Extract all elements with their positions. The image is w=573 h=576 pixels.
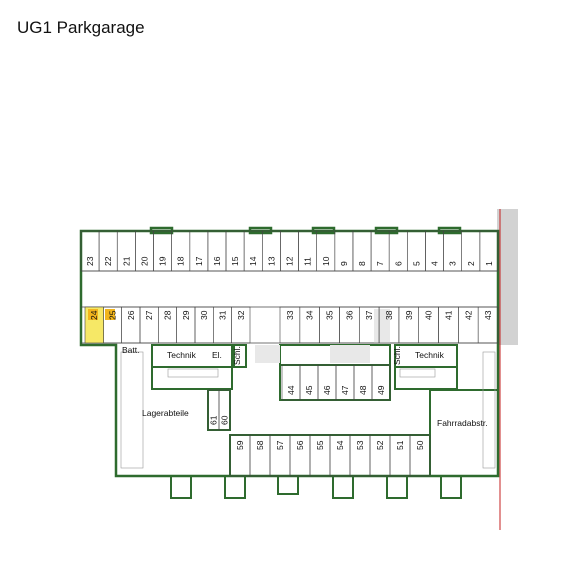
parking-space-label: 6 [393, 261, 403, 266]
zebra-crossings [255, 309, 390, 363]
parking-space-label: 33 [285, 310, 295, 320]
room-lager: Lagerabteile [142, 408, 189, 418]
parking-space-label: 28 [163, 310, 173, 320]
page-title: UG1 Parkgarage [17, 18, 145, 37]
parking-space-label: 52 [375, 440, 385, 450]
parking-space-label: 23 [85, 256, 95, 266]
parking-space-label: 25 [108, 310, 118, 320]
parking-space-label: 60 [220, 415, 230, 425]
parking-space-label: 16 [212, 256, 222, 266]
room-fahrrad: Fahrradabstr. [437, 418, 488, 428]
parking-space-60[interactable] [218, 389, 231, 431]
inner-blocks [151, 344, 499, 477]
parking-space-label: 34 [305, 310, 315, 320]
parking-space-label: 27 [144, 310, 154, 320]
parking-space-label: 8 [357, 261, 367, 266]
parking-space-32[interactable] [231, 306, 251, 344]
parking-space-1[interactable] [479, 230, 499, 272]
parking-space-label: 59 [235, 440, 245, 450]
stairs [120, 351, 496, 469]
parking-space-label: 37 [364, 310, 374, 320]
parking-space-label: 43 [483, 310, 493, 320]
parking-space-label: 50 [415, 440, 425, 450]
parking-space-label: 53 [355, 440, 365, 450]
parking-space-label: 41 [444, 310, 454, 320]
parking-space-label: 45 [304, 385, 314, 395]
parking-space-label: 18 [176, 256, 186, 266]
parking-space-label: 36 [344, 310, 354, 320]
parking-space-label: 26 [126, 310, 136, 320]
parking-space-label: 12 [285, 256, 295, 266]
parking-space-label: 35 [325, 310, 335, 320]
highlight-space-25-label-bg [105, 309, 115, 320]
parking-space-label: 22 [103, 256, 113, 266]
parking-space-label: 10 [321, 256, 331, 266]
parking-space-label: 40 [424, 310, 434, 320]
parking-space-label: 57 [275, 440, 285, 450]
parking-space-label: 54 [335, 440, 345, 450]
parking-space-label: 39 [404, 310, 414, 320]
parking-space-label: 31 [218, 310, 228, 320]
parking-space-label: 48 [358, 385, 368, 395]
parking-space-label: 42 [463, 310, 473, 320]
parking-space-label: 47 [340, 385, 350, 395]
parking-space-label: 55 [315, 440, 325, 450]
parking-space-50[interactable] [409, 434, 431, 477]
room-technik-left: Technik [167, 350, 197, 360]
room-technik-right: Technik [415, 350, 445, 360]
exits [170, 475, 462, 499]
parking-space-label: 15 [230, 256, 240, 266]
parking-space-label: 56 [295, 440, 305, 450]
parking-space-label: 58 [255, 440, 265, 450]
parking-space-label: 20 [140, 256, 150, 266]
parking-space-label: 30 [199, 310, 209, 320]
parking-space-label: 4 [430, 261, 440, 266]
parking-space-label: 24 [89, 310, 99, 320]
parking-space-label: 13 [266, 256, 276, 266]
parking-space-label: 11 [303, 257, 313, 266]
room-batt: Batt. [122, 345, 139, 355]
parking-space-label: 2 [466, 261, 476, 266]
room-el: El. [212, 350, 222, 360]
room-schl-left: Schl. [232, 346, 242, 365]
parking-space-label: 3 [448, 261, 458, 266]
parking-space-label: 7 [375, 261, 385, 266]
parking-space-label: 49 [376, 385, 386, 395]
parking-space-label: 51 [395, 440, 405, 450]
parking-space-label: 17 [194, 256, 204, 266]
parking-space-49[interactable] [371, 364, 391, 401]
parking-space-label: 29 [181, 310, 191, 320]
parking-space-label: 46 [322, 385, 332, 395]
parking-space-label: 9 [339, 261, 349, 266]
parking-space-label: 44 [286, 385, 296, 395]
parking-space-label: 1 [484, 261, 494, 266]
parking-space-label: 5 [411, 261, 421, 266]
parking-space-label: 21 [121, 256, 131, 266]
parking-space-label: 19 [158, 256, 168, 266]
parking-space-label: 61 [209, 415, 219, 425]
parking-space-43[interactable] [477, 306, 499, 344]
grey-zone [497, 209, 518, 345]
room-schl-right: Schl. [392, 346, 402, 365]
parking-space-label: 14 [248, 256, 258, 266]
parking-space-label: 32 [236, 310, 246, 320]
highlight-space-24-label-bg [88, 309, 98, 320]
parking-space-label: 38 [384, 310, 394, 320]
